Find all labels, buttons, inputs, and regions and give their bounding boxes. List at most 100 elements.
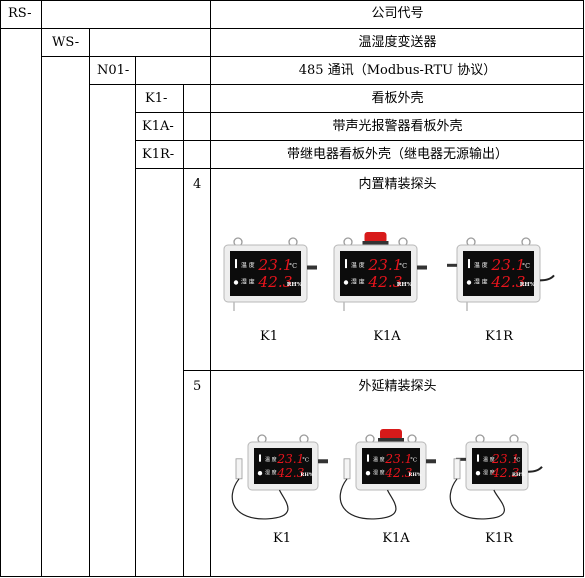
code-k1: K1- (145, 91, 168, 106)
temperature-unit: °C (514, 458, 521, 464)
relay-cable (527, 466, 543, 473)
droplet-icon (343, 280, 349, 285)
alarm-light-icon (380, 429, 402, 440)
humidity-value: 42.3 (257, 273, 292, 291)
desc-product: 温湿度变送器 (358, 35, 437, 50)
power-connector (417, 265, 427, 270)
device-screen (362, 448, 420, 484)
external-probe-icon (343, 458, 351, 480)
droplet-icon (475, 471, 481, 476)
external-probe-icon (453, 458, 461, 480)
humidity-label: 湿 度 (351, 277, 365, 285)
thermometer-icon (345, 259, 347, 269)
humidity-label: 湿 度 (241, 277, 255, 285)
caption-row5-k1r: K1R (485, 531, 513, 546)
temperature-value: 23.1 (490, 256, 525, 274)
caption-row5-k1: K1 (273, 531, 291, 546)
temperature-label: 温 度 (265, 456, 277, 463)
alarm-light-icon (364, 232, 387, 243)
code-rs: RS- (8, 6, 32, 21)
desc-probe-external: 外延精装探头 (358, 379, 437, 394)
temperature-label: 温 度 (483, 456, 495, 463)
humidity-unit: RH% (287, 282, 303, 288)
code-k1r: K1R- (142, 147, 175, 162)
droplet-icon (257, 471, 263, 476)
device-screen (230, 251, 301, 296)
device-screen (463, 251, 534, 296)
caption-row4-k1r: K1R (485, 329, 513, 344)
power-connector (426, 459, 436, 464)
temperature-unit: °C (410, 458, 417, 464)
humidity-label: 湿 度 (265, 469, 277, 476)
device-screen (472, 448, 522, 484)
temperature-unit: °C (522, 262, 530, 270)
humidity-unit: RH% (397, 282, 413, 288)
code-probe-internal: 4 (193, 177, 202, 192)
humidity-label: 湿 度 (474, 277, 488, 285)
temperature-label: 温 度 (351, 261, 365, 269)
relay-cable (456, 457, 466, 461)
desc-k1: 看板外壳 (371, 91, 424, 106)
external-probe-icon (235, 458, 243, 480)
temperature-unit: °C (399, 262, 407, 270)
temperature-unit: °C (302, 458, 309, 464)
thermometer-icon (468, 259, 470, 269)
temperature-unit: °C (289, 262, 297, 270)
code-probe-external: 5 (193, 379, 202, 394)
temperature-value: 23.1 (384, 452, 412, 466)
desc-probe-internal: 内置精装探头 (358, 177, 437, 192)
droplet-icon (365, 471, 371, 476)
temperature-label: 温 度 (373, 456, 385, 463)
code-ws: WS- (52, 35, 80, 50)
probe-cable (231, 478, 289, 520)
humidity-unit: RH% (408, 472, 421, 478)
alarm-base (378, 438, 404, 442)
desc-k1a: 带声光报警器看板外壳 (332, 119, 463, 134)
humidity-value: 42.3 (367, 273, 402, 291)
probe-cable (339, 478, 397, 520)
temperature-label: 温 度 (474, 261, 488, 269)
humidity-label: 湿 度 (373, 469, 385, 476)
device-screen (340, 251, 411, 296)
humidity-value: 42.3 (491, 466, 519, 480)
temperature-value: 23.1 (257, 256, 292, 274)
humidity-value: 42.3 (490, 273, 525, 291)
desc-comm: 485 通讯（Modbus-RTU 协议） (298, 63, 497, 78)
relay-cable (539, 274, 555, 282)
probe-cable (449, 478, 505, 520)
temperature-value: 23.1 (491, 452, 519, 466)
humidity-unit: RH% (520, 282, 536, 288)
thermometer-icon (477, 454, 479, 462)
alarm-base (362, 241, 389, 245)
code-k1a: K1A- (142, 119, 174, 134)
device-k1r-external: 温 度23.1°C 湿 度42.3RH% (449, 434, 543, 520)
droplet-icon (466, 280, 472, 285)
humidity-label: 湿 度 (483, 469, 495, 476)
thermometer-icon (259, 454, 261, 462)
power-connector (318, 459, 328, 464)
humidity-unit: RH% (512, 472, 525, 478)
caption-row4-k1: K1 (260, 329, 278, 344)
caption-row5-k1a: K1A (382, 531, 410, 546)
thermometer-icon (235, 259, 237, 269)
thermometer-icon (367, 454, 369, 462)
humidity-unit: RH% (300, 472, 313, 478)
desc-company-code: 公司代号 (371, 6, 424, 21)
temperature-label: 温 度 (241, 261, 255, 269)
code-n01: N01- (97, 63, 130, 78)
device-screen (254, 448, 312, 484)
humidity-value: 42.3 (276, 466, 304, 480)
temperature-value: 23.1 (367, 256, 402, 274)
relay-cable (447, 263, 457, 267)
caption-row4-k1a: K1A (373, 329, 401, 344)
humidity-value: 42.3 (384, 466, 412, 480)
power-connector (307, 265, 317, 270)
